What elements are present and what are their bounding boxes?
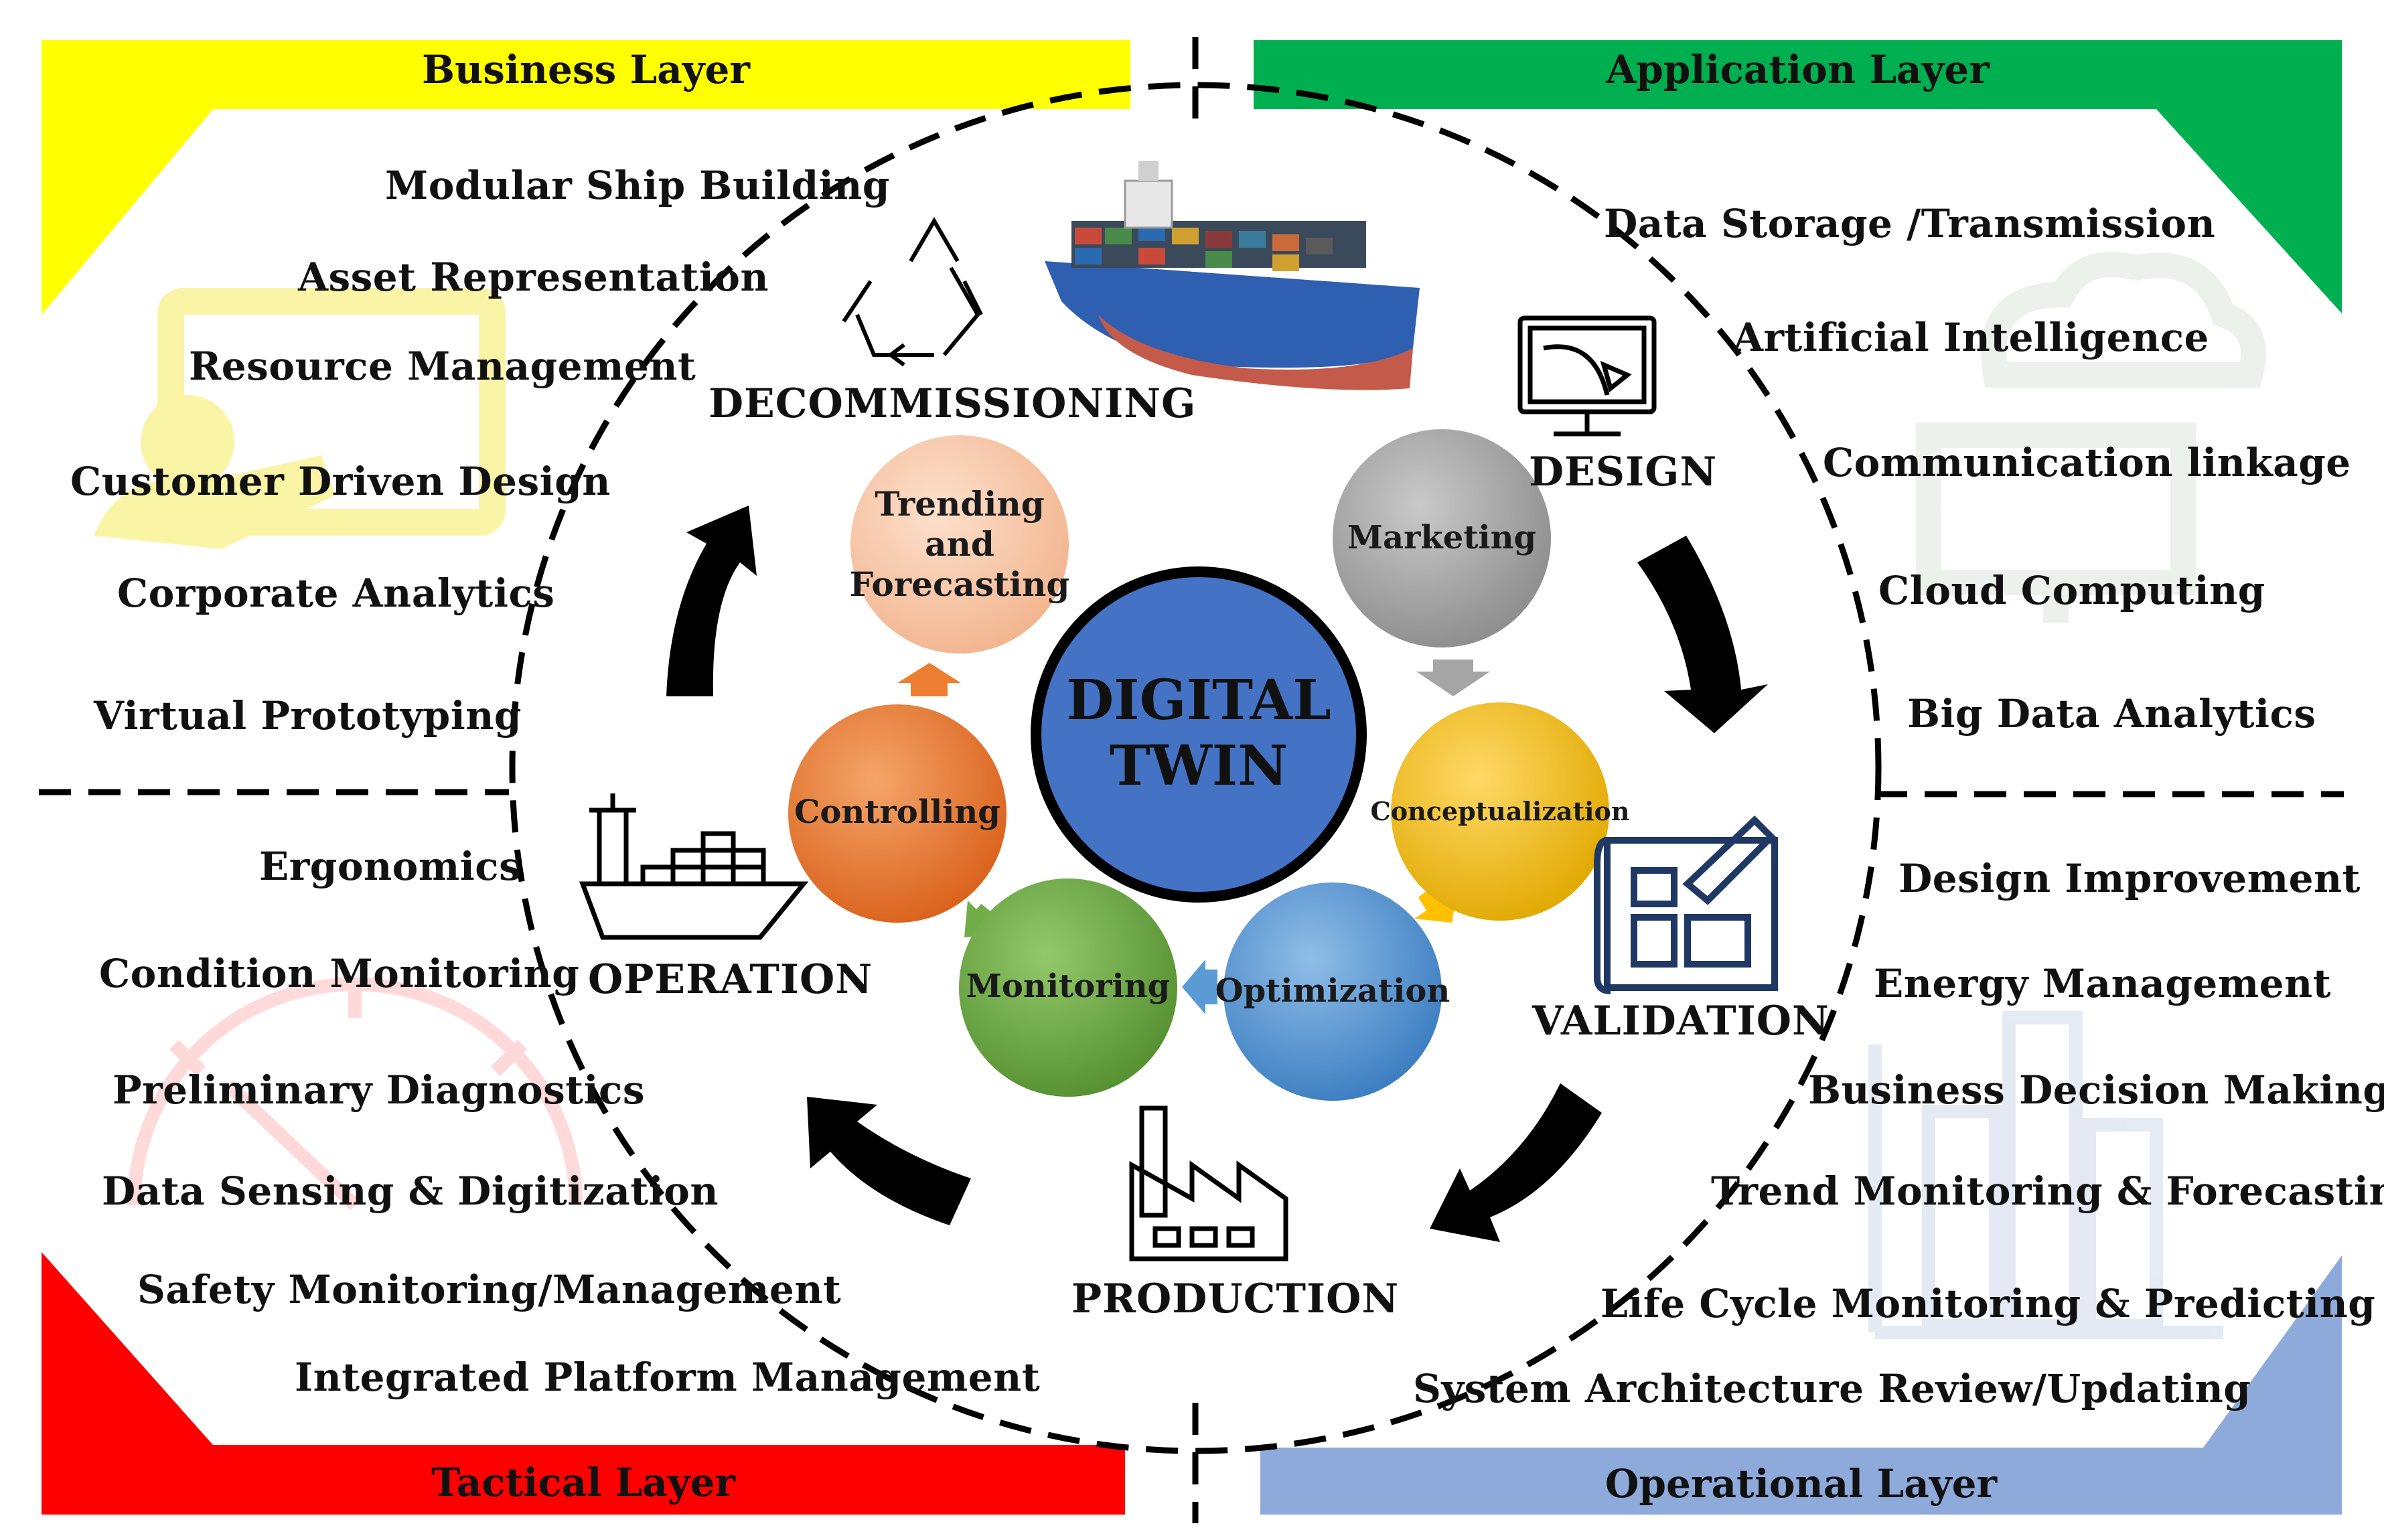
controlling-circle xyxy=(788,704,1007,923)
operational-layer-band xyxy=(1260,1255,2342,1515)
operational-item: Life Cycle Monitoring & Predicting xyxy=(1600,1281,2376,1326)
digital-twin-line1: DIGITAL xyxy=(1066,668,1331,733)
tactical-layer-band xyxy=(42,1252,1125,1515)
user-screen-icon xyxy=(94,288,506,549)
production-label: PRODUCTION xyxy=(1071,1276,1400,1322)
marketing-circle xyxy=(1333,429,1551,647)
blueprint-icon xyxy=(1594,816,1778,994)
application-item: Artificial Intelligence xyxy=(1733,315,2209,360)
monitoring-circle xyxy=(959,878,1177,1097)
arrow-optimization-to-monitoring xyxy=(1182,959,1217,1014)
digital-twin-title: DIGITAL TWIN xyxy=(1036,660,1361,807)
quadrant-dividers xyxy=(39,37,2344,1523)
operational-item: Business Decision Making xyxy=(1808,1067,2384,1113)
trending-line1: Trending xyxy=(875,484,1045,524)
arrow-operation-to-decommissioning xyxy=(666,506,757,696)
arrow-marketing-to-conceptualization xyxy=(1416,660,1490,696)
application-item: Cloud Computing xyxy=(1878,568,2265,613)
operational-item: System Architecture Review/Updating xyxy=(1413,1366,2251,1411)
container-ship-icon xyxy=(1045,161,1420,390)
tactical-layer-title: Tactical Layer xyxy=(431,1460,735,1505)
conceptualization-label: Conceptualization xyxy=(1370,796,1630,827)
lifecycle-ring xyxy=(509,82,1882,1454)
marketing-label: Marketing xyxy=(1347,519,1537,557)
arrow-validation-to-production xyxy=(1430,1083,1602,1242)
design-monitor-icon xyxy=(1517,315,1657,437)
operational-item: Trend Monitoring & Forecasting xyxy=(1711,1168,2384,1214)
controlling-label: Controlling xyxy=(794,793,1000,832)
factory-icon xyxy=(1129,1105,1288,1261)
bar-chart-icon xyxy=(1868,1011,2223,1339)
business-item: Asset Representation xyxy=(298,254,769,300)
tactical-item: Ergonomics xyxy=(259,844,522,889)
application-layer-band xyxy=(1254,40,2342,313)
business-item: Modular Ship Building xyxy=(385,163,890,208)
cloud-computer-icon xyxy=(1916,252,2266,623)
operation-label: OPERATION xyxy=(588,956,873,1003)
tactical-item: Preliminary Diagnostics xyxy=(113,1067,646,1113)
optimization-label: Optimization xyxy=(1215,972,1450,1010)
business-item: Customer Driven Design xyxy=(70,459,611,504)
application-layer-title: Application Layer xyxy=(1606,47,1990,92)
business-item: Virtual Prototyping xyxy=(94,693,522,739)
cargo-ship-icon xyxy=(579,793,809,940)
trending-line2: and xyxy=(925,524,994,564)
tactical-item: Integrated Platform Management xyxy=(295,1355,1041,1400)
optimization-circle xyxy=(1223,882,1442,1101)
design-label: DESIGN xyxy=(1529,449,1718,495)
arrow-controlling-to-trending xyxy=(897,663,961,696)
validation-label: VALIDATION xyxy=(1532,998,1830,1045)
trending-line3: Forecasting xyxy=(849,564,1070,604)
arrow-production-to-operation xyxy=(807,1097,971,1225)
conceptualization-circle xyxy=(1391,702,1609,921)
trending-circle xyxy=(850,435,1069,653)
operational-item: Design Improvement xyxy=(1898,856,2361,901)
decommissioning-label: DECOMMISSIONING xyxy=(709,380,1197,427)
tactical-item: Data Sensing & Digitization xyxy=(102,1168,719,1214)
business-item: Corporate Analytics xyxy=(117,570,555,616)
application-item: Big Data Analytics xyxy=(1907,691,2316,737)
tactical-item: Safety Monitoring/Management xyxy=(137,1267,842,1312)
lifecycle-arrows xyxy=(666,506,1768,1242)
arrow-design-to-validation xyxy=(1637,536,1768,733)
operational-layer-title: Operational Layer xyxy=(1605,1461,1998,1507)
tactical-item: Condition Monitoring xyxy=(99,951,580,996)
application-item: Communication linkage xyxy=(1823,440,2351,485)
application-item: Data Storage /Transmission xyxy=(1604,201,2216,246)
monitoring-label: Monitoring xyxy=(966,968,1171,1006)
trending-label: Trending and Forecasting xyxy=(849,469,1070,620)
business-layer-title: Business Layer xyxy=(422,47,750,92)
recycle-icon xyxy=(842,217,983,367)
operational-item: Energy Management xyxy=(1874,961,2332,1006)
business-item: Resource Management xyxy=(189,343,696,389)
gauge-icon xyxy=(127,978,583,1211)
digital-twin-circle xyxy=(1031,566,1367,903)
business-layer-band xyxy=(42,40,1130,315)
digital-twin-line2: TWIN xyxy=(1109,734,1288,798)
